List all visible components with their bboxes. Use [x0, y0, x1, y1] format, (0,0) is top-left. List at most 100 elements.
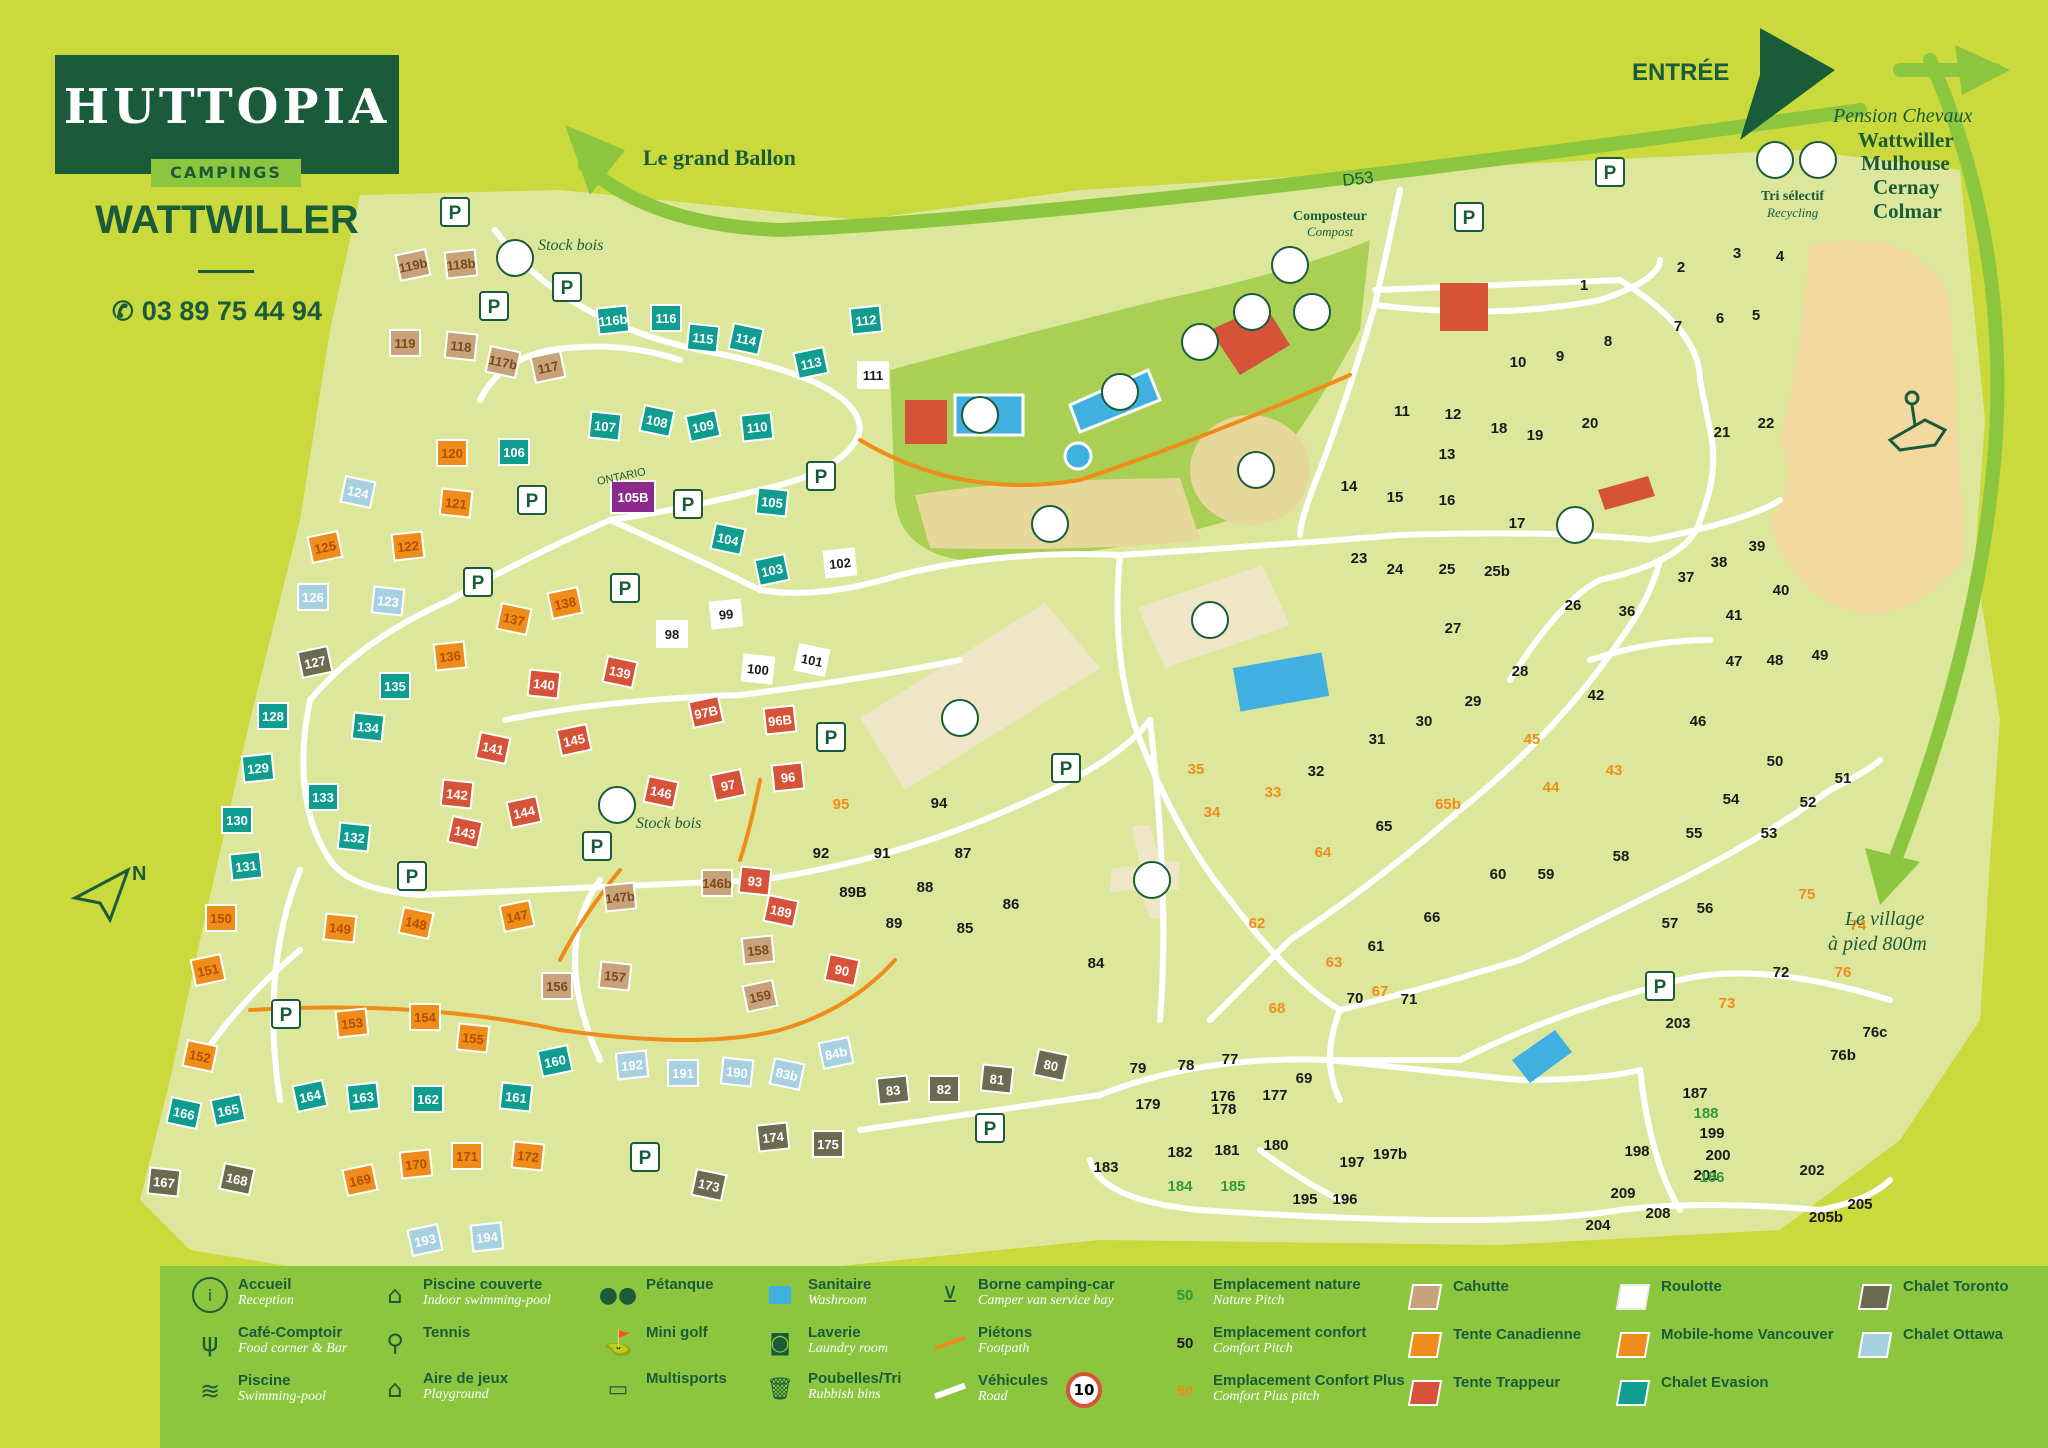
pitch-27[interactable]: 27	[1445, 620, 1462, 637]
pitch-46[interactable]: 46	[1690, 713, 1707, 730]
unit-170[interactable]: 170	[398, 1148, 434, 1180]
pitch-8[interactable]: 8	[1604, 333, 1612, 350]
pitch-34[interactable]: 34	[1204, 804, 1221, 821]
pitch-47[interactable]: 47	[1726, 653, 1743, 670]
pitch-36[interactable]: 36	[1619, 603, 1636, 620]
pitch-30[interactable]: 30	[1416, 713, 1433, 730]
pitch-89[interactable]: 89	[886, 915, 903, 932]
unit-162[interactable]: 162	[412, 1085, 444, 1113]
pitch-32[interactable]: 32	[1308, 763, 1325, 780]
pitch-42[interactable]: 42	[1588, 687, 1605, 704]
pitch-63[interactable]: 63	[1326, 954, 1343, 971]
pitch-176[interactable]: 176	[1210, 1088, 1235, 1105]
pitch-11[interactable]: 11	[1394, 403, 1410, 420]
unit-117[interactable]: 117	[529, 349, 567, 385]
unit-172[interactable]: 172	[510, 1140, 546, 1172]
pitch-65[interactable]: 65	[1376, 818, 1393, 835]
unit-105[interactable]: 105	[754, 486, 790, 518]
pitch-76c[interactable]: 76c	[1862, 1024, 1887, 1041]
pitch-40[interactable]: 40	[1773, 582, 1790, 599]
pitch-1[interactable]: 1	[1580, 277, 1588, 294]
unit-140[interactable]: 140	[526, 668, 562, 700]
unit-117b[interactable]: 117b	[484, 344, 522, 380]
pitch-95[interactable]: 95	[833, 796, 850, 813]
pitch-59[interactable]: 59	[1538, 866, 1555, 883]
unit-84b[interactable]: 84b	[817, 1035, 855, 1071]
unit-158[interactable]: 158	[740, 934, 776, 966]
pitch-54[interactable]: 54	[1723, 791, 1740, 808]
pitch-200[interactable]: 200	[1705, 1147, 1730, 1164]
pitch-64[interactable]: 64	[1315, 844, 1332, 861]
unit-161[interactable]: 161	[498, 1081, 534, 1113]
pitch-197[interactable]: 197	[1339, 1154, 1364, 1171]
unit-121[interactable]: 121	[438, 487, 474, 519]
pitch-52[interactable]: 52	[1800, 794, 1817, 811]
unit-101[interactable]: 101	[793, 642, 831, 678]
unit-118b[interactable]: 118b	[443, 248, 479, 280]
pitch-184[interactable]: 184	[1167, 1178, 1193, 1195]
unit-118[interactable]: 118	[443, 330, 479, 362]
pitch-55[interactable]: 55	[1686, 825, 1703, 842]
unit-122[interactable]: 122	[390, 530, 426, 562]
pitch-18[interactable]: 18	[1491, 420, 1508, 437]
pitch-75[interactable]: 75	[1799, 886, 1816, 903]
pitch-38[interactable]: 38	[1711, 554, 1728, 571]
unit-141[interactable]: 141	[474, 730, 512, 766]
unit-164[interactable]: 164	[291, 1078, 329, 1114]
unit-108[interactable]: 108	[638, 403, 676, 439]
pitch-3[interactable]: 3	[1733, 245, 1741, 262]
pitch-74[interactable]: 74	[1850, 917, 1867, 934]
unit-112[interactable]: 112	[848, 304, 884, 336]
unit-149[interactable]: 149	[322, 912, 358, 944]
pitch-60[interactable]: 60	[1490, 866, 1507, 883]
pitch-196[interactable]: 196	[1332, 1191, 1357, 1208]
unit-139[interactable]: 139	[601, 654, 639, 690]
pitch-10[interactable]: 10	[1510, 354, 1527, 371]
phone-number[interactable]: ✆03 89 75 44 94	[112, 296, 322, 327]
pitch-89B[interactable]: 89B	[839, 884, 867, 901]
pitch-23[interactable]: 23	[1351, 550, 1368, 567]
unit-81[interactable]: 81	[979, 1063, 1015, 1095]
pitch-58[interactable]: 58	[1613, 848, 1630, 865]
pitch-203[interactable]: 203	[1665, 1015, 1690, 1032]
pitch-70[interactable]: 70	[1347, 990, 1364, 1007]
unit-110[interactable]: 110	[739, 411, 775, 443]
unit-80[interactable]: 80	[1032, 1047, 1070, 1083]
pitch-65b[interactable]: 65b	[1435, 796, 1461, 813]
pitch-181[interactable]: 181	[1214, 1142, 1239, 1159]
pitch-177[interactable]: 177	[1262, 1087, 1287, 1104]
pitch-68[interactable]: 68	[1269, 1000, 1286, 1017]
unit-138[interactable]: 138	[546, 585, 584, 621]
unit-96B[interactable]: 96B	[762, 704, 798, 736]
unit-148[interactable]: 148	[397, 905, 435, 941]
pitch-17[interactable]: 17	[1509, 515, 1526, 532]
pitch-6[interactable]: 6	[1716, 310, 1724, 327]
unit-90[interactable]: 90	[823, 952, 861, 988]
pitch-45[interactable]: 45	[1524, 731, 1541, 748]
unit-194[interactable]: 194	[469, 1221, 505, 1253]
unit-128[interactable]: 128	[257, 702, 289, 730]
pitch-33[interactable]: 33	[1265, 784, 1282, 801]
pitch-201[interactable]: 201	[1693, 1167, 1718, 1184]
pitch-76[interactable]: 76	[1835, 964, 1852, 981]
unit-114[interactable]: 114	[727, 321, 765, 357]
unit-93[interactable]: 93	[737, 865, 773, 897]
pitch-199[interactable]: 199	[1699, 1125, 1724, 1142]
pitch-78[interactable]: 78	[1178, 1057, 1195, 1074]
unit-99[interactable]: 99	[708, 598, 744, 630]
unit-166[interactable]: 166	[165, 1095, 203, 1131]
pitch-86[interactable]: 86	[1003, 896, 1020, 913]
unit-155[interactable]: 155	[455, 1022, 491, 1054]
pitch-69[interactable]: 69	[1296, 1070, 1313, 1087]
pitch-91[interactable]: 91	[874, 845, 891, 862]
unit-147[interactable]: 147	[498, 898, 536, 934]
unit-82[interactable]: 82	[928, 1075, 960, 1103]
pitch-39[interactable]: 39	[1749, 538, 1766, 555]
unit-127[interactable]: 127	[296, 644, 334, 680]
pitch-205[interactable]: 205	[1847, 1196, 1872, 1213]
unit-154[interactable]: 154	[409, 1003, 441, 1031]
pitch-57[interactable]: 57	[1662, 915, 1679, 932]
unit-193[interactable]: 193	[406, 1222, 444, 1258]
unit-129[interactable]: 129	[240, 752, 276, 784]
pitch-51[interactable]: 51	[1835, 770, 1852, 787]
